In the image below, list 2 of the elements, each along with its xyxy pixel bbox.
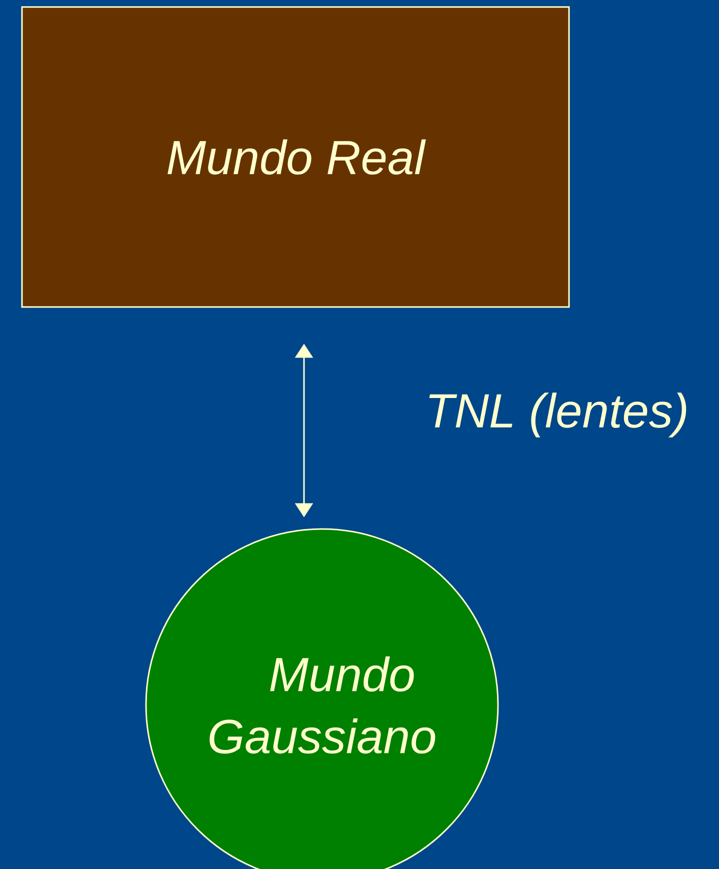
real-world-box: Mundo Real [21,6,570,308]
edge-label: TNL (lentes) [429,392,686,438]
